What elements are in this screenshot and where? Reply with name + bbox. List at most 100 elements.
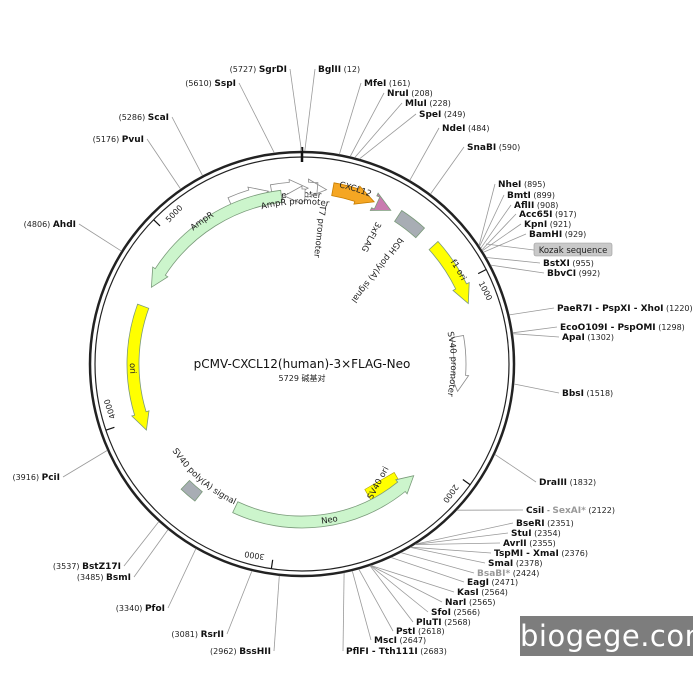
site-leader-bbvci <box>490 264 545 274</box>
site-pos: (992) <box>576 269 600 278</box>
site-nari: NarI (2565) <box>445 598 496 608</box>
plasmid-title: pCMV-CXCL12(human)-3×FLAG-Neo <box>194 357 411 371</box>
site-leader-sgrdi <box>289 68 302 152</box>
site-name: AhdI <box>53 220 76 230</box>
site-pos: (2683) <box>418 647 447 656</box>
site-leader-bbsi <box>514 383 560 394</box>
site-stui: StuI (2354) <box>511 529 561 539</box>
site-pos: (2378) <box>513 559 542 568</box>
site-nrui: NruI (208) <box>387 89 433 99</box>
site-pos: (228) <box>427 99 451 108</box>
site-name: PfoI <box>145 604 165 614</box>
site-pos: (895) <box>521 180 545 189</box>
tick-mark-3000 <box>270 559 274 569</box>
tick-label-3000: 3000 <box>244 549 265 561</box>
site-pos: (1220) <box>663 304 692 313</box>
tick-label-4000: 4000 <box>102 398 117 420</box>
site-smai: SmaI (2378) <box>488 559 542 569</box>
site-pos: (2471) <box>489 578 518 587</box>
feature-shape <box>394 209 426 239</box>
site-name: SnaBI <box>467 143 496 153</box>
feature-cxcl12: CXCL12 <box>331 180 376 205</box>
site-csii: CsiI - SexAI* (2122) <box>526 506 615 516</box>
site-pos: (2376) <box>559 549 588 558</box>
site-leader-smai <box>410 547 486 564</box>
site-leader-pcii <box>62 450 108 478</box>
feature-f1-ori: f1 ori <box>428 240 470 305</box>
site-ahdi: (4806) AhdI <box>24 220 76 230</box>
site-leader-spei <box>359 113 417 160</box>
site-pos: (3081) <box>171 630 200 639</box>
site-name: EagI <box>467 578 489 588</box>
site-pos: (2355) <box>527 539 556 548</box>
feature-label: 3xFLAG <box>359 220 383 253</box>
site-name: SmaI <box>488 559 513 569</box>
site-pos: (908) <box>534 201 558 210</box>
site-pos: (2424) <box>510 569 539 578</box>
site-leader-bglii <box>304 68 316 152</box>
site-name: BglII <box>318 65 341 75</box>
site-name: BbsI <box>562 389 584 399</box>
site-leader-bstz17i <box>123 521 160 567</box>
feature-shape <box>307 178 328 198</box>
site-pos: (3340) <box>116 604 145 613</box>
tick-mark-1000 <box>477 268 487 275</box>
site-leader-kasi <box>370 565 455 593</box>
feature-shape <box>180 479 203 502</box>
feature-bgh-poly-a-signal: bGH poly(A) signal <box>349 209 426 304</box>
site-bstz17i: (3537) BstZ17I <box>53 562 121 572</box>
feature-sv40-poly-a-signal: SV40 poly(A) signal <box>170 447 238 508</box>
site-name: AvrII <box>503 539 527 549</box>
site-name: BmtI <box>507 191 531 201</box>
site-leader-bmti <box>479 194 505 247</box>
site-pos: (899) <box>531 191 555 200</box>
tick-mark-4000 <box>105 426 115 431</box>
feature-neo: Neo <box>232 475 415 529</box>
site-leader-kpni <box>482 223 522 252</box>
site-name: SfoI <box>431 608 451 618</box>
site-leader-stui <box>415 532 509 545</box>
site-name: NarI <box>445 598 466 608</box>
site-ecoo109i-pspomi: EcoO109I - PspOMI (1298) <box>560 323 685 333</box>
site-leader-mlui <box>354 102 403 158</box>
site-bstxi: BstXI (955) <box>543 259 594 269</box>
site-bbvci: BbvCI (992) <box>547 269 600 279</box>
tick-label-1000: 1000 <box>477 280 494 302</box>
feature-shape <box>369 192 392 211</box>
feature-shape <box>428 240 470 305</box>
site-name: PluTI <box>416 618 442 628</box>
site-pos: (917) <box>553 210 577 219</box>
site-leader-psti <box>358 569 394 632</box>
site-acc65i: Acc65I (917) <box>519 210 577 220</box>
site-leader-bsabi <box>400 552 475 574</box>
site-bseri: BseRI (2351) <box>516 519 574 529</box>
feature-ori: ori <box>126 303 150 431</box>
site-name: CsiI <box>526 506 544 516</box>
site-leader-ahdi <box>78 223 122 252</box>
site-apai: ApaI (1302) <box>562 333 614 343</box>
site-leader-draiii <box>494 454 537 483</box>
site-name: PciI <box>42 473 60 483</box>
site-tspmi-xmai: TspMI - XmaI (2376) <box>494 549 588 559</box>
site-bsabi: BsaBI* (2424) <box>477 569 539 579</box>
feature-label: T7 promoter <box>311 204 327 259</box>
site-msci: MscI (2647) <box>374 636 426 646</box>
site-draiii: DraIII (1832) <box>539 478 596 488</box>
feature-label: bGH poly(A) signal <box>349 235 405 304</box>
feature-sv40-promoter: SV40 promoter <box>444 331 470 398</box>
site-kpni: KpnI (921) <box>524 220 571 230</box>
site-name: PvuI <box>122 135 144 145</box>
site-name: ScaI <box>148 113 169 123</box>
tick-mark-5000 <box>153 219 161 227</box>
restriction-site-labels: BglII (12)MfeI (161)NruI (208)MluI (228)… <box>12 65 692 657</box>
site-pos: (5176) <box>93 135 122 144</box>
site-snabi: SnaBI (590) <box>467 143 520 153</box>
site-name: RsrII <box>201 630 224 640</box>
site-pos: (4806) <box>24 220 53 229</box>
site-leader-rsrii <box>226 570 253 635</box>
site-leader-pluti <box>369 565 414 623</box>
site-pos: (2354) <box>532 529 561 538</box>
site-sspi: (5610) SspI <box>185 79 236 89</box>
site-name: StuI <box>511 529 532 539</box>
